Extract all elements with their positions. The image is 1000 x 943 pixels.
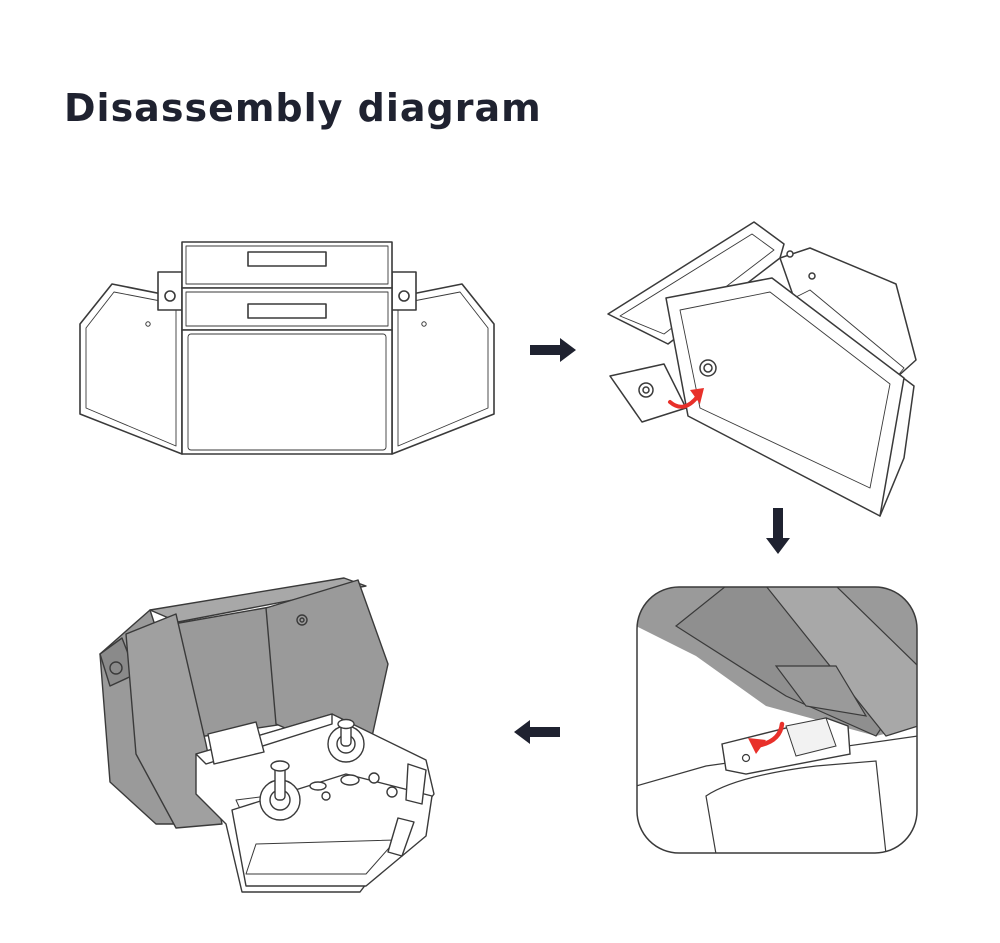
page-title: Disassembly diagram bbox=[64, 86, 542, 130]
arrow-down-icon bbox=[764, 506, 792, 560]
arrow-right-icon bbox=[528, 336, 578, 368]
step-4-mounted-hood bbox=[96, 574, 442, 904]
step-3-closeup-clip bbox=[636, 586, 918, 854]
step-1-unfolded-hood bbox=[72, 236, 502, 462]
step-2-hood-folding bbox=[604, 218, 920, 520]
arrow-left-icon bbox=[512, 718, 562, 750]
